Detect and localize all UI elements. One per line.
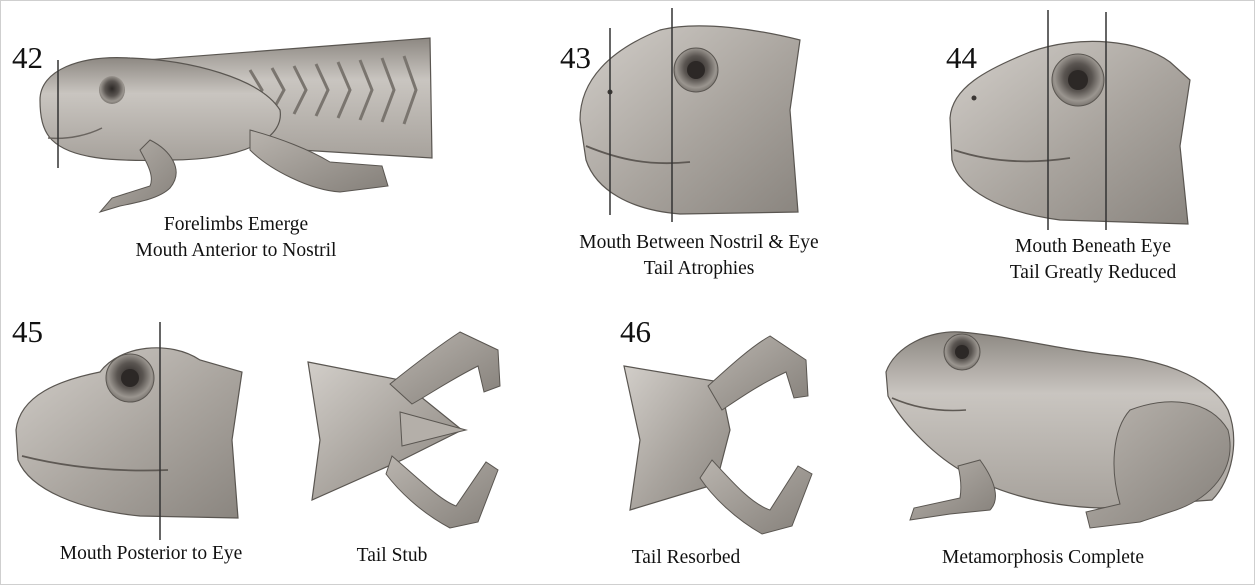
tail-stub-illustration (308, 332, 500, 528)
stage-42-illustration (40, 38, 432, 212)
caption-stage-43: Mouth Between Nostril & Eye Tail Atrophi… (540, 230, 858, 282)
stage-number-42: 42 (12, 42, 43, 73)
stage-number-45: 45 (12, 316, 43, 347)
stage-46-illustration (624, 336, 812, 534)
caption-line: Mouth Between Nostril & Eye (540, 230, 858, 256)
stage-number-43: 43 (560, 42, 591, 73)
caption-stage-44: Mouth Beneath Eye Tail Greatly Reduced (962, 234, 1224, 286)
lower-leg (700, 460, 812, 534)
upper-leg (390, 332, 500, 404)
eye (99, 76, 125, 104)
caption-tail-stub: Tail Stub (330, 543, 454, 569)
caption-line: Mouth Anterior to Nostril (86, 238, 386, 264)
caption-line: Forelimbs Emerge (86, 212, 386, 238)
caption-line: Tail Atrophies (540, 256, 858, 282)
caption-line: Metamorphosis Complete (900, 545, 1186, 571)
caption-stage-46: Tail Resorbed (606, 545, 766, 571)
upper-leg (708, 336, 808, 410)
lower-leg (386, 456, 498, 528)
caption-stage-45: Mouth Posterior to Eye (22, 541, 280, 567)
stage-number-46: 46 (620, 316, 651, 347)
caption-line: Mouth Beneath Eye (962, 234, 1224, 260)
caption-line: Tail Stub (330, 543, 454, 569)
caption-line: Tail Greatly Reduced (962, 260, 1224, 286)
caption-stage-42: Forelimbs Emerge Mouth Anterior to Nostr… (86, 212, 386, 264)
front-leg (910, 460, 995, 520)
caption-line: Mouth Posterior to Eye (22, 541, 280, 567)
stage-44-illustration (950, 10, 1190, 230)
stage-43-illustration (580, 8, 800, 222)
stage-45-illustration (16, 322, 242, 540)
caption-line: Tail Resorbed (606, 545, 766, 571)
adult-frog-illustration (886, 332, 1234, 528)
caption-adult-frog: Metamorphosis Complete (900, 545, 1186, 571)
stage-number-44: 44 (946, 42, 977, 73)
nostril (972, 96, 977, 101)
